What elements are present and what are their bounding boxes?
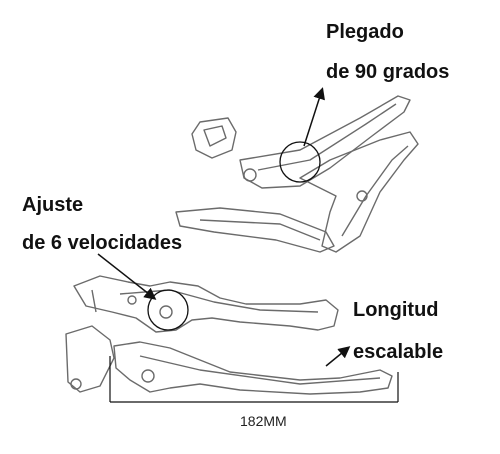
length-label-line1: Longitud xyxy=(353,299,439,321)
adjuster-lever xyxy=(73,275,339,333)
adjust-label-line1: Ajuste xyxy=(22,194,84,216)
adjuster-arrow xyxy=(97,253,157,300)
adjust-label-line2: de 6 velocidades xyxy=(22,232,183,254)
fold-arrow xyxy=(303,87,325,147)
fold-highlight-circle xyxy=(279,141,321,183)
folded-lever-top xyxy=(175,95,419,253)
dimension-label: 182MM xyxy=(240,413,287,429)
length-label-line2: escalable xyxy=(353,341,444,363)
length-arrow xyxy=(325,346,351,367)
adjuster-highlight-circle xyxy=(147,289,189,331)
folded-label-line2: de 90 grados xyxy=(326,61,450,83)
folded-label-line1: Plegado xyxy=(326,21,404,43)
extended-lever xyxy=(65,325,393,395)
dimension-bracket xyxy=(109,356,399,403)
